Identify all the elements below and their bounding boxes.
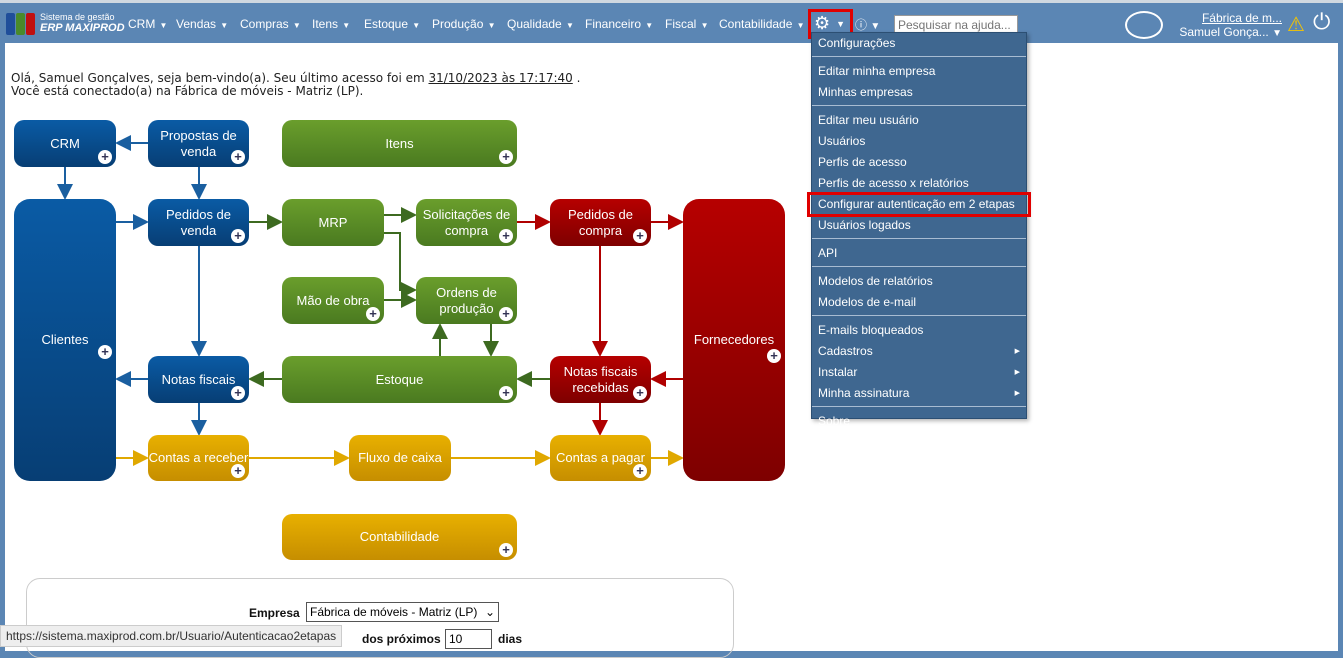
dropdown-item[interactable]: Instalar bbox=[812, 362, 1026, 383]
menu-qualidade[interactable]: Qualidade bbox=[507, 17, 574, 31]
plus-icon[interactable]: + bbox=[231, 150, 245, 164]
plus-icon[interactable]: + bbox=[499, 307, 513, 321]
dropdown-item[interactable]: Editar minha empresa bbox=[818, 64, 936, 78]
menu-producao[interactable]: Produção bbox=[432, 17, 496, 31]
logo-line1: Sistema de gestão bbox=[40, 12, 115, 22]
plus-icon[interactable]: + bbox=[499, 386, 513, 400]
help-button[interactable]: ⓘ ▼ bbox=[855, 16, 880, 33]
menu-divider bbox=[812, 105, 1026, 110]
flow-fluxo-caixa[interactable]: Fluxo de caixa bbox=[349, 435, 451, 481]
flow-pedidos-venda[interactable]: Pedidos de venda+ bbox=[148, 199, 249, 246]
dropdown-item[interactable]: Cadastros bbox=[812, 341, 1026, 362]
power-icon[interactable]: ⏻ bbox=[1313, 9, 1331, 34]
plus-icon[interactable]: + bbox=[231, 229, 245, 243]
chat-icon[interactable] bbox=[1125, 11, 1163, 39]
menu-divider bbox=[812, 315, 1026, 320]
status-bar-url: https://sistema.maxiprod.com.br/Usuario/… bbox=[0, 625, 343, 647]
dropdown-item[interactable]: Configurar autenticação em 2 etapas bbox=[807, 192, 1031, 217]
menu-vendas[interactable]: Vendas bbox=[176, 17, 228, 31]
menu-itens[interactable]: Itens bbox=[312, 17, 350, 31]
menu-compras[interactable]: Compras bbox=[240, 17, 301, 31]
dropdown-item[interactable]: Minha assinatura bbox=[812, 383, 1026, 404]
plus-icon[interactable]: + bbox=[499, 150, 513, 164]
dropdown-item[interactable]: Usuários bbox=[818, 134, 866, 148]
flow-solicitacoes[interactable]: Solicitações de compra+ bbox=[416, 199, 517, 246]
menu-estoque[interactable]: Estoque bbox=[364, 17, 420, 31]
chevron-down-icon: ▼ bbox=[836, 18, 846, 29]
logo-line2: ERP MAXIPROD bbox=[40, 22, 125, 34]
flow-itens[interactable]: Itens+ bbox=[282, 120, 517, 167]
flow-mao-obra[interactable]: Mão de obra+ bbox=[282, 277, 384, 324]
dropdown-item[interactable]: Perfis de acesso x relatórios bbox=[818, 176, 969, 190]
flow-propostas[interactable]: Propostas de venda+ bbox=[148, 120, 249, 167]
flow-estoque[interactable]: Estoque+ bbox=[282, 356, 517, 403]
dias-input[interactable] bbox=[445, 629, 492, 649]
proximos-label: dos próximos bbox=[362, 632, 441, 646]
plus-icon[interactable]: + bbox=[231, 386, 245, 400]
welcome-suffix: . bbox=[572, 71, 581, 85]
empresa-label: Empresa bbox=[249, 606, 300, 620]
flow-ordens[interactable]: Ordens de produção+ bbox=[416, 277, 517, 324]
menu-fiscal[interactable]: Fiscal bbox=[665, 17, 708, 31]
flow-contabilidade[interactable]: Contabilidade+ bbox=[282, 514, 517, 560]
plus-icon[interactable]: + bbox=[633, 386, 647, 400]
dropdown-item[interactable]: E-mails bloqueados bbox=[818, 323, 924, 337]
flow-clientes[interactable]: Clientes+ bbox=[14, 199, 116, 481]
menu-divider bbox=[812, 406, 1026, 411]
menu-crm[interactable]: CRM bbox=[128, 17, 167, 31]
flow-crm[interactable]: CRM+ bbox=[14, 120, 116, 167]
plus-icon[interactable]: + bbox=[98, 345, 112, 359]
chevron-down-icon: ▼ bbox=[870, 21, 881, 32]
welcome-message: Olá, Samuel Gonçalves, seja bem-vindo(a)… bbox=[11, 72, 580, 98]
flow-notas-fiscais[interactable]: Notas fiscais+ bbox=[148, 356, 249, 403]
plus-icon[interactable]: + bbox=[633, 229, 647, 243]
company-link[interactable]: Fábrica de m... bbox=[1201, 11, 1282, 25]
welcome-text: Olá, Samuel Gonçalves, seja bem-vindo(a)… bbox=[11, 71, 429, 85]
flow-contas-pagar[interactable]: Contas a pagar+ bbox=[550, 435, 651, 481]
plus-icon[interactable]: + bbox=[499, 229, 513, 243]
flow-nf-recebidas[interactable]: Notas fiscais recebidas+ bbox=[550, 356, 651, 403]
menu-financeiro[interactable]: Financeiro bbox=[585, 17, 653, 31]
flow-arrows bbox=[57, 135, 684, 466]
user-menu[interactable]: Samuel Gonça... bbox=[1179, 25, 1269, 39]
help-icon: ⓘ bbox=[855, 18, 868, 32]
flow-pedidos-compra[interactable]: Pedidos de compra+ bbox=[550, 199, 651, 246]
plus-icon[interactable]: + bbox=[499, 543, 513, 557]
plus-icon[interactable]: + bbox=[231, 464, 245, 478]
connected-company-text: Você está conectado(a) na Fábrica de móv… bbox=[11, 84, 364, 98]
plus-icon[interactable]: + bbox=[633, 464, 647, 478]
menu-divider bbox=[812, 56, 1026, 61]
last-access-link[interactable]: 31/10/2023 às 17:17:40 bbox=[428, 71, 573, 85]
empresa-select[interactable]: Fábrica de móveis - Matriz (LP) ⌄ bbox=[306, 602, 499, 622]
menu-divider bbox=[812, 266, 1026, 271]
menu-contabilidade[interactable]: Contabilidade bbox=[719, 17, 805, 31]
dropdown-item[interactable]: Configurações bbox=[818, 36, 896, 50]
gear-icon: ⚙ bbox=[814, 13, 831, 33]
dias-label: dias bbox=[498, 632, 523, 646]
dropdown-item[interactable]: Minhas empresas bbox=[818, 85, 913, 99]
dropdown-item[interactable]: Modelos de e-mail bbox=[818, 295, 917, 309]
main-menu: CRM Vendas Compras Itens Estoque Produçã… bbox=[0, 17, 800, 33]
dropdown-item[interactable]: API bbox=[818, 246, 838, 260]
flow-mrp[interactable]: MRP bbox=[282, 199, 384, 246]
warning-icon[interactable]: ⚠ bbox=[1287, 14, 1305, 36]
dropdown-item[interactable]: Modelos de relatórios bbox=[818, 274, 933, 288]
plus-icon[interactable]: + bbox=[98, 150, 112, 164]
dropdown-item[interactable]: Perfis de acesso bbox=[818, 155, 907, 169]
flow-contas-receber[interactable]: Contas a receber+ bbox=[148, 435, 249, 481]
company-user-info: Fábrica de m... Samuel Gonça... ▼ bbox=[1170, 11, 1282, 39]
dropdown-item[interactable]: Editar meu usuário bbox=[818, 113, 919, 127]
menu-divider bbox=[812, 238, 1026, 243]
flow-fornecedores[interactable]: Fornecedores+ bbox=[683, 199, 785, 481]
plus-icon[interactable]: + bbox=[366, 307, 380, 321]
plus-icon[interactable]: + bbox=[767, 349, 781, 363]
help-search-input[interactable] bbox=[894, 15, 1018, 34]
dropdown-item[interactable]: Usuários logados bbox=[818, 218, 911, 232]
dropdown-item[interactable]: Sobre bbox=[818, 414, 851, 428]
